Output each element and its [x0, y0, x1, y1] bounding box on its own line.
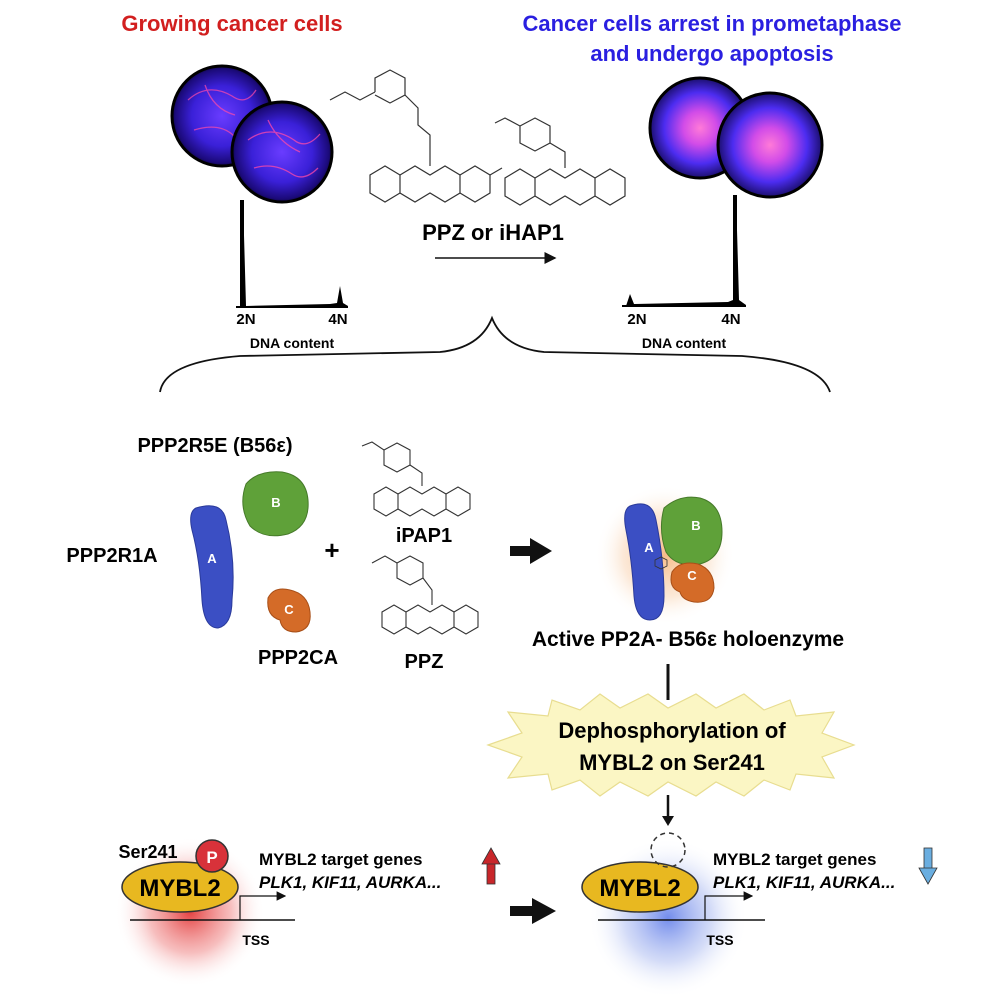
left-tick-2n: 2N [236, 311, 255, 328]
tss-right-label: TSS [706, 932, 733, 948]
holo-letter-a: A [644, 540, 654, 555]
subunit-a-name: PPP2R1A [66, 545, 157, 567]
treatment-label: PPZ or iHAP1 [422, 220, 564, 245]
ipap1-structure [361, 441, 471, 517]
up-arrow-icon [481, 847, 501, 885]
mybl2-right-label: MYBL2 [599, 875, 680, 902]
right-histogram-xlabel: DNA content [642, 335, 727, 351]
holo-letter-c: C [687, 568, 697, 583]
right-title-line2: and undergo apoptosis [590, 41, 833, 66]
targets-right-title: MYBL2 target genes [713, 850, 876, 869]
compound-ppz-label: PPZ [405, 651, 444, 673]
arrested-cells-image [648, 76, 824, 199]
transition-arrow [510, 898, 556, 924]
targets-left-title: MYBL2 target genes [259, 850, 422, 869]
grouping-brace [159, 315, 831, 393]
left-histogram-xlabel: DNA content [250, 335, 335, 351]
phospho-label: P [206, 848, 217, 867]
plus-sign: + [324, 535, 339, 565]
holo-letter-b: B [691, 518, 700, 533]
left-title: Growing cancer cells [121, 11, 342, 36]
subunit-c-letter: C [284, 602, 294, 617]
targets-right-list: PLK1, KIF11, AURKA... [713, 873, 895, 892]
ppz-structure-top [329, 69, 503, 203]
ihap1-structure-top [494, 117, 626, 206]
removed-phosphate-icon [650, 832, 686, 868]
bottom-right-panel: MYBL2 TSS MYBL2 target genes PLK1, KIF11… [581, 832, 938, 996]
ser241-label: Ser241 [118, 842, 177, 862]
subunit-c-shape: C [267, 588, 311, 633]
subunit-b-letter: B [271, 495, 280, 510]
burst-arrow-head [662, 816, 674, 826]
left-dna-histogram: 2N 4N DNA content [236, 200, 348, 351]
mybl2-left-label: MYBL2 [139, 875, 220, 902]
dephosphorylation-burst [486, 693, 856, 797]
holoenzyme-complex: A B C [595, 485, 735, 625]
left-tick-4n: 4N [328, 311, 347, 328]
holoenzyme-label: Active PP2A- B56ε holoenzyme [532, 628, 844, 651]
bottom-left-panel: MYBL2 P Ser241 TSS MYBL2 target genes PL… [115, 837, 501, 987]
down-arrow-icon [918, 847, 938, 885]
subunit-b-shape: B [242, 471, 309, 537]
subunit-c-name: PPP2CA [258, 647, 338, 669]
targets-left-list: PLK1, KIF11, AURKA... [259, 873, 441, 892]
right-title-line1: Cancer cells arrest in prometaphase [522, 11, 901, 36]
subunit-b-name: PPP2R5E (B56ε) [137, 435, 292, 457]
tss-left-label: TSS [242, 932, 269, 948]
growing-cells-image [170, 64, 334, 204]
subunit-a-letter: A [207, 551, 217, 566]
subunit-a-shape: A [190, 505, 234, 629]
assembly-arrow [510, 538, 552, 564]
right-tick-2n: 2N [627, 311, 646, 328]
burst-line2: MYBL2 on Ser241 [579, 750, 765, 775]
right-tick-4n: 4N [721, 311, 740, 328]
ppz-structure-middle [371, 555, 479, 635]
right-dna-histogram: 2N 4N DNA content [622, 195, 746, 351]
compound-ipap1-label: iPAP1 [396, 525, 452, 547]
burst-line1: Dephosphorylation of [558, 718, 786, 743]
